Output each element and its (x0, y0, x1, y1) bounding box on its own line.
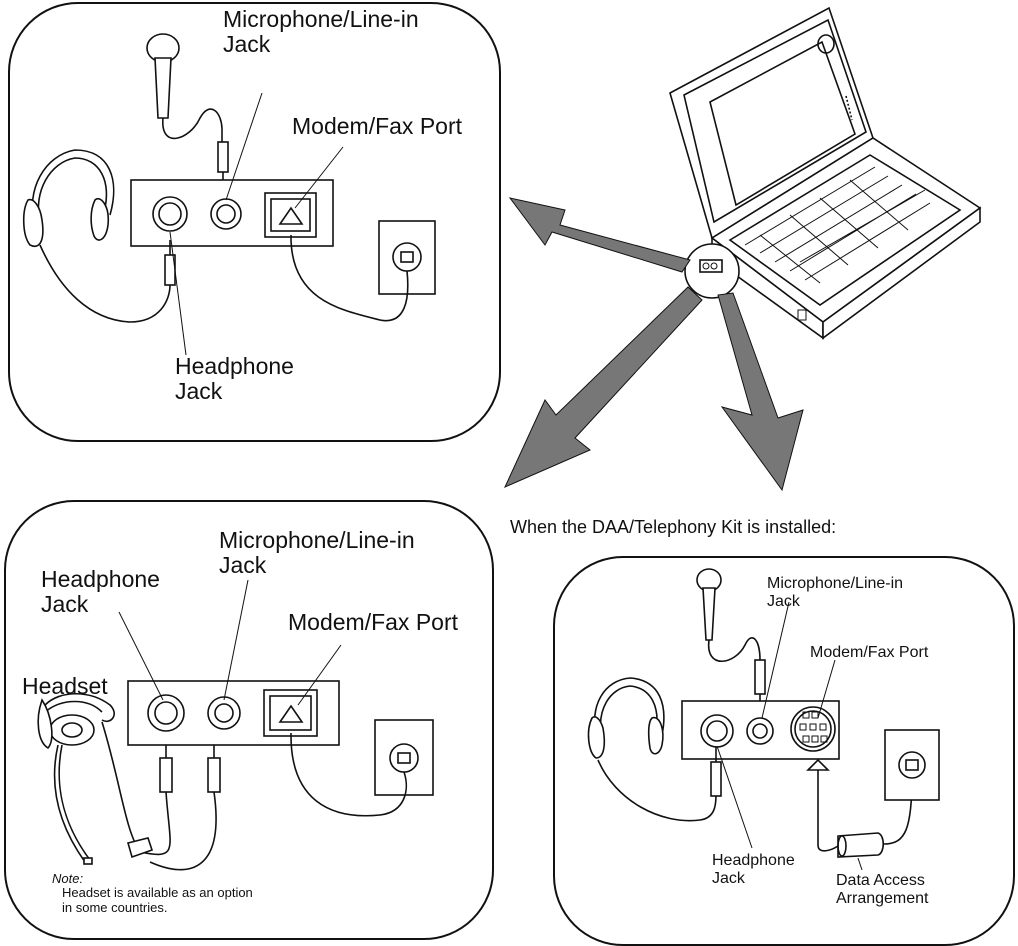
bottom-left-art (37, 579, 434, 871)
bl-note: Note: Headset is available as an option … (52, 871, 253, 915)
leader-daa (857, 857, 863, 871)
leader-headphone (716, 745, 753, 849)
bl-mic-label: Microphone/Line-in Jack (219, 527, 415, 579)
jack-panel (681, 700, 840, 760)
br-modem-label: Modem/Fax Port (810, 644, 929, 661)
note-title: Note: (52, 871, 84, 886)
br-headphone-label: Headphone Jack (712, 852, 795, 887)
bl-headphone-label: Headphone Jack (41, 566, 160, 618)
top-panel-art (22, 33, 436, 356)
leader-mic (223, 579, 249, 701)
leader-modem (297, 644, 342, 706)
wall-phone-jack-icon (290, 719, 434, 817)
leader-headphone (118, 611, 164, 701)
headset-icon (37, 693, 154, 865)
wall-phone-jack-icon (884, 729, 940, 801)
top-modem-label: Modem/Fax Port (292, 113, 462, 139)
br-caption: When the DAA/Telephony Kit is installed: (510, 517, 837, 537)
bl-modem-label: Modem/Fax Port (288, 609, 458, 635)
wall-phone-jack-icon (290, 220, 436, 322)
leader-modem (294, 146, 344, 209)
bottom-right-art (587, 568, 940, 871)
laptop-icon (669, 6, 982, 340)
top-mic-label: Microphone/Line-in Jack (223, 6, 419, 58)
leader-headphone (169, 231, 187, 356)
top-headphone-label: Headphone Jack (175, 353, 294, 405)
bl-headset-label: Headset (22, 673, 108, 699)
port-closeup-circle (684, 243, 740, 299)
headphones-icon (587, 677, 722, 822)
microphone-icon (696, 568, 766, 707)
leader-mic (225, 92, 263, 201)
br-mic-label: Microphone/Line-in Jack (767, 575, 904, 610)
br-daa-label: Data Access Arrangement (836, 872, 929, 907)
jack-panel (127, 680, 340, 746)
leader-modem (817, 659, 836, 719)
leader-mic (761, 601, 790, 719)
arrow-icon (503, 197, 804, 492)
microphone-icon (146, 33, 229, 185)
jack-panel (130, 179, 334, 247)
